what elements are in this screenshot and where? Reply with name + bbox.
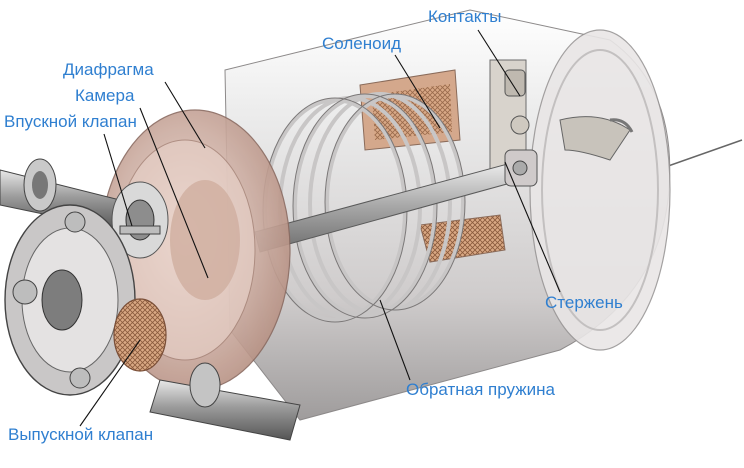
outlet-valve-mesh bbox=[113, 298, 167, 372]
leader-sterzhen bbox=[504, 161, 561, 293]
inlet-valve bbox=[111, 181, 169, 259]
leader-solenoid bbox=[394, 54, 441, 129]
label-solenoid: Соленоид bbox=[322, 34, 401, 53]
leader-diafragma bbox=[164, 81, 206, 149]
leader-pruzhina bbox=[379, 299, 411, 381]
return-spring-outline bbox=[262, 93, 466, 323]
outlet-pipe bbox=[149, 362, 301, 441]
label-diaphragm: Диафрагма bbox=[63, 60, 154, 79]
label-return-spring: Обратная пружина bbox=[406, 380, 555, 399]
label-contacts: Контакты bbox=[428, 7, 502, 26]
label-inlet-valve: Впускной клапан bbox=[4, 112, 137, 131]
label-outlet-valve: Выпускной клапан bbox=[8, 425, 154, 444]
leader-vypusk bbox=[79, 339, 141, 427]
outlet-flange bbox=[4, 204, 136, 396]
leader-vpusk bbox=[103, 133, 133, 227]
label-chamber: Камера bbox=[75, 86, 135, 105]
rod bbox=[254, 149, 538, 253]
label-rod: Стержень bbox=[545, 293, 623, 312]
leader-lines bbox=[79, 29, 561, 427]
leader-kontakty bbox=[477, 29, 521, 97]
leader-kamera bbox=[139, 107, 209, 279]
